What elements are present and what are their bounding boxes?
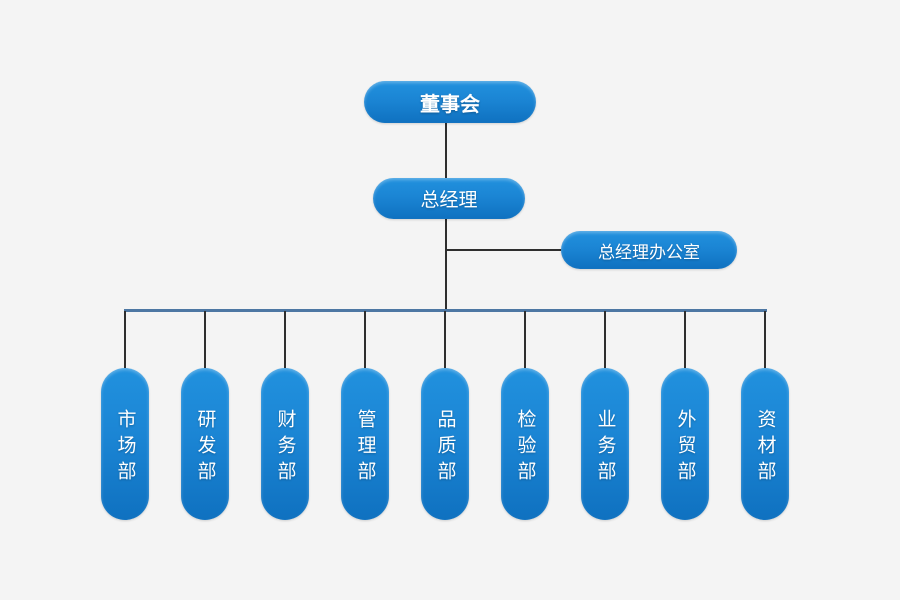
department-label: 市场部 (114, 408, 137, 487)
department-node: 检验部 (501, 368, 549, 520)
department-label: 检验部 (514, 408, 537, 487)
gm-office-node: 总经理办公室 (561, 231, 737, 269)
department-label: 品质部 (434, 408, 457, 487)
connector-rail-to-department (364, 311, 366, 369)
connector-rail-to-department (764, 311, 766, 369)
general-manager-node: 总经理 (373, 178, 525, 219)
connector-rail-to-department (124, 311, 126, 369)
department-node: 业务部 (581, 368, 629, 520)
general-manager-label: 总经理 (420, 189, 478, 211)
connector-rail-to-department (524, 311, 526, 369)
connector-rail-to-department (204, 311, 206, 369)
department-label: 财务部 (274, 408, 297, 487)
connector-manager-to-office (447, 249, 563, 251)
department-node: 管理部 (341, 368, 389, 520)
department-label: 业务部 (594, 408, 617, 487)
gm-office-label: 总经理办公室 (598, 242, 700, 263)
connector-root-to-manager (445, 123, 447, 179)
department-label: 外贸部 (674, 408, 697, 487)
connector-rail-to-department (604, 311, 606, 369)
department-label: 资材部 (754, 408, 777, 487)
department-node: 市场部 (101, 368, 149, 520)
department-label: 管理部 (354, 408, 377, 487)
connector-rail-to-department (444, 311, 446, 369)
department-label: 研发部 (194, 408, 217, 487)
connector-rail-to-department (284, 311, 286, 369)
connector-rail-to-department (684, 311, 686, 369)
connector-horizontal-rail (124, 309, 767, 312)
department-node: 外贸部 (661, 368, 709, 520)
board-node: 董事会 (364, 81, 536, 123)
department-node: 资材部 (741, 368, 789, 520)
department-node: 品质部 (421, 368, 469, 520)
department-node: 研发部 (181, 368, 229, 520)
connector-manager-to-rail (445, 218, 447, 311)
department-node: 财务部 (261, 368, 309, 520)
board-label: 董事会 (420, 91, 480, 116)
